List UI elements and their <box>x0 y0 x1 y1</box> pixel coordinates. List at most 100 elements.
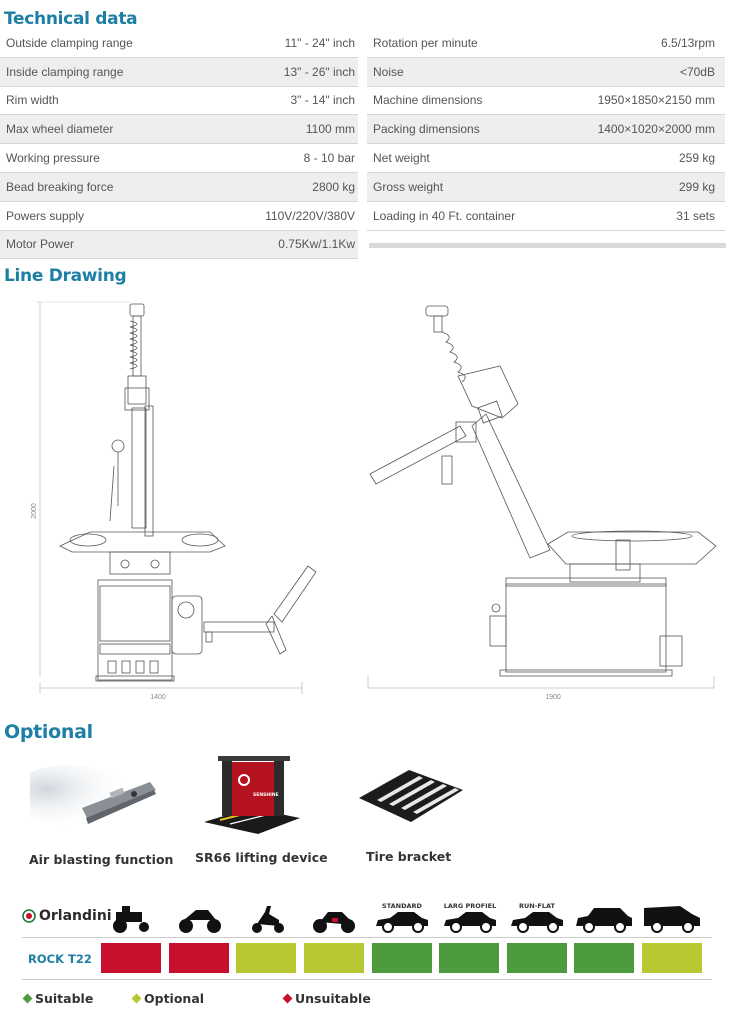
van-icon <box>640 898 704 938</box>
sr66-label: SR66 lifting device <box>195 850 328 865</box>
spec-value: 2800 kg <box>312 179 355 194</box>
spec-row: Packing dimensions 1400×1020×2000 mm <box>367 115 725 145</box>
optional-diamond-icon <box>131 993 142 1004</box>
table-bottom-line <box>22 979 712 980</box>
spec-value: 11" - 24" inch <box>284 35 355 50</box>
sedan-icon: LARG PROFIEL <box>438 898 502 938</box>
spec-row: Motor Power 0.75Kw/1.1Kw <box>0 230 358 260</box>
sr66-lifting-image: SENSHINE <box>200 752 304 836</box>
spec-row: Powers supply 110V/220V/380V <box>0 202 358 231</box>
line-drawing-title: Line Drawing <box>4 266 127 286</box>
spec-value: 8 - 10 bar <box>303 151 355 166</box>
suitability-swatch <box>439 943 499 973</box>
suv-icon <box>572 898 636 938</box>
spec-label: Working pressure <box>6 151 100 166</box>
suitability-swatch <box>169 943 229 973</box>
spec-row: Noise <70dB <box>367 57 725 87</box>
atv-icon <box>168 898 232 938</box>
front-height-dim: 2000 <box>31 503 38 519</box>
side-view-drawing: 1900 <box>360 296 732 706</box>
spec-value: 31 sets <box>676 208 715 223</box>
tire-bracket-image <box>355 760 467 828</box>
model-name: ROCK T22 <box>28 952 92 966</box>
spec-label: Inside clamping range <box>6 64 124 79</box>
spec-row: Loading in 40 Ft. container 31 sets <box>367 202 725 231</box>
motorcycle-icon <box>302 898 366 938</box>
spec-row: Net weight 259 kg <box>367 144 725 173</box>
spec-value: 110V/220V/380V <box>265 208 355 223</box>
table-divider <box>22 937 712 938</box>
unsuitable-diamond-icon <box>282 993 293 1004</box>
spec-value: 0.75Kw/1.1Kw <box>278 237 355 252</box>
side-width-dim: 1900 <box>545 694 561 701</box>
spec-label: Bead breaking force <box>6 179 114 194</box>
spec-label: Loading in 40 Ft. container <box>373 208 516 223</box>
air-blasting-label: Air blasting function <box>29 852 174 867</box>
spec-label: Packing dimensions <box>373 122 480 137</box>
spec-table-left: Outside clamping range 11" - 24" inch Ins… <box>0 29 358 260</box>
spec-label: Rotation per minute <box>373 35 478 50</box>
spec-label: Max wheel diameter <box>6 122 114 137</box>
spec-row: Rotation per minute 6.5/13rpm <box>367 29 725 58</box>
optional-title: Optional <box>4 721 93 743</box>
laurel-icon <box>22 909 36 923</box>
legend-optional: Optional <box>131 991 205 1006</box>
lawn-tractor-icon <box>100 898 164 938</box>
suitability-swatch <box>236 943 296 973</box>
spec-value: 299 kg <box>678 179 715 194</box>
spec-row: Max wheel diameter 1100 mm <box>0 115 358 145</box>
spec-label: Gross weight <box>373 179 444 194</box>
brand-logo: Orlandini <box>22 908 112 924</box>
suitability-swatch <box>507 943 567 973</box>
suitability-swatch <box>304 943 364 973</box>
air-blasting-image <box>10 760 160 840</box>
scooter-icon <box>235 898 299 938</box>
spec-label: Noise <box>373 64 404 79</box>
spec-label: Net weight <box>373 151 430 166</box>
spec-row: Inside clamping range 13" - 26" inch <box>0 57 358 87</box>
spec-value: 1100 mm <box>305 122 355 137</box>
spec-label: Outside clamping range <box>6 35 133 50</box>
sr66-brand-text: SENSHINE <box>253 792 279 798</box>
tire-bracket-label: Tire bracket <box>366 849 452 864</box>
sedan-icon: STANDARD <box>370 898 434 938</box>
suitable-diamond-icon <box>22 993 33 1004</box>
legend-suitable: Suitable <box>22 991 94 1006</box>
table-end-bar <box>369 243 726 248</box>
spec-row: Bead breaking force 2800 kg <box>0 172 358 202</box>
tag-run-flat: RUN-FLAT <box>519 902 555 910</box>
spec-label: Rim width <box>6 93 59 108</box>
legend-unsuitable-label: Unsuitable <box>295 991 371 1006</box>
spec-value: 3" - 14" inch <box>290 93 355 108</box>
suitability-swatch <box>574 943 634 973</box>
spec-value: 13" - 26" inch <box>283 64 355 79</box>
spec-row: Rim width 3" - 14" inch <box>0 87 358 116</box>
front-width-dim: 1400 <box>150 694 166 701</box>
tag-standard: STANDARD <box>382 902 422 910</box>
spec-value: 1400×1020×2000 mm <box>597 122 715 137</box>
brand-name: Orlandini <box>39 908 112 924</box>
suitability-swatch <box>372 943 432 973</box>
front-view-drawing: 2000 1400 <box>10 296 358 706</box>
spec-label: Motor Power <box>6 237 75 252</box>
spec-row: Gross weight 299 kg <box>367 172 725 202</box>
technical-data-title: Technical data <box>4 9 138 29</box>
suitability-swatch <box>101 943 161 973</box>
spec-value: <70dB <box>679 64 715 79</box>
spec-row: Working pressure 8 - 10 bar <box>0 144 358 173</box>
legend-unsuitable: Unsuitable <box>282 991 371 1006</box>
spec-row: Machine dimensions 1950×1850×2150 mm <box>367 87 725 116</box>
spec-row: Outside clamping range 11" - 24" inch <box>0 29 358 58</box>
spec-value: 1950×1850×2150 mm <box>597 93 715 108</box>
legend-optional-label: Optional <box>144 991 205 1006</box>
legend-suitable-label: Suitable <box>35 991 94 1006</box>
spec-value: 259 kg <box>678 151 715 166</box>
suitability-swatch <box>642 943 702 973</box>
spec-value: 6.5/13rpm <box>660 35 715 50</box>
vehicle-icon-row: STANDARD LARG PROFIEL RUN-FLAT <box>0 898 734 938</box>
tag-larg-profiel: LARG PROFIEL <box>443 902 497 910</box>
spec-label: Powers supply <box>6 208 85 223</box>
spec-label: Machine dimensions <box>373 93 483 108</box>
sedan-icon: RUN-FLAT <box>505 898 569 938</box>
